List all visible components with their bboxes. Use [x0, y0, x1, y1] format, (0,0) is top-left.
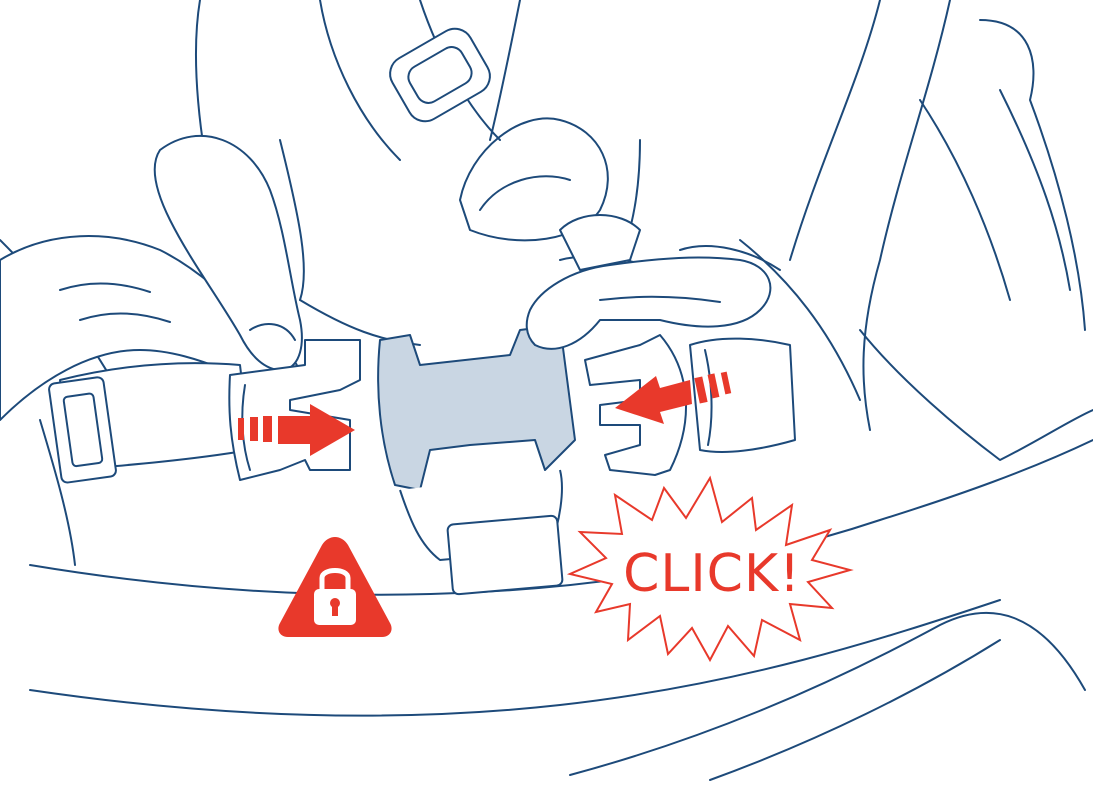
left-strap [48, 363, 250, 483]
center-buckle [378, 325, 575, 595]
right-hand [527, 215, 780, 349]
click-starburst: CLICK! [570, 478, 850, 660]
right-buckle-tongue [585, 335, 795, 475]
click-label: CLICK! [623, 544, 801, 604]
lock-warning-icon [278, 537, 391, 637]
